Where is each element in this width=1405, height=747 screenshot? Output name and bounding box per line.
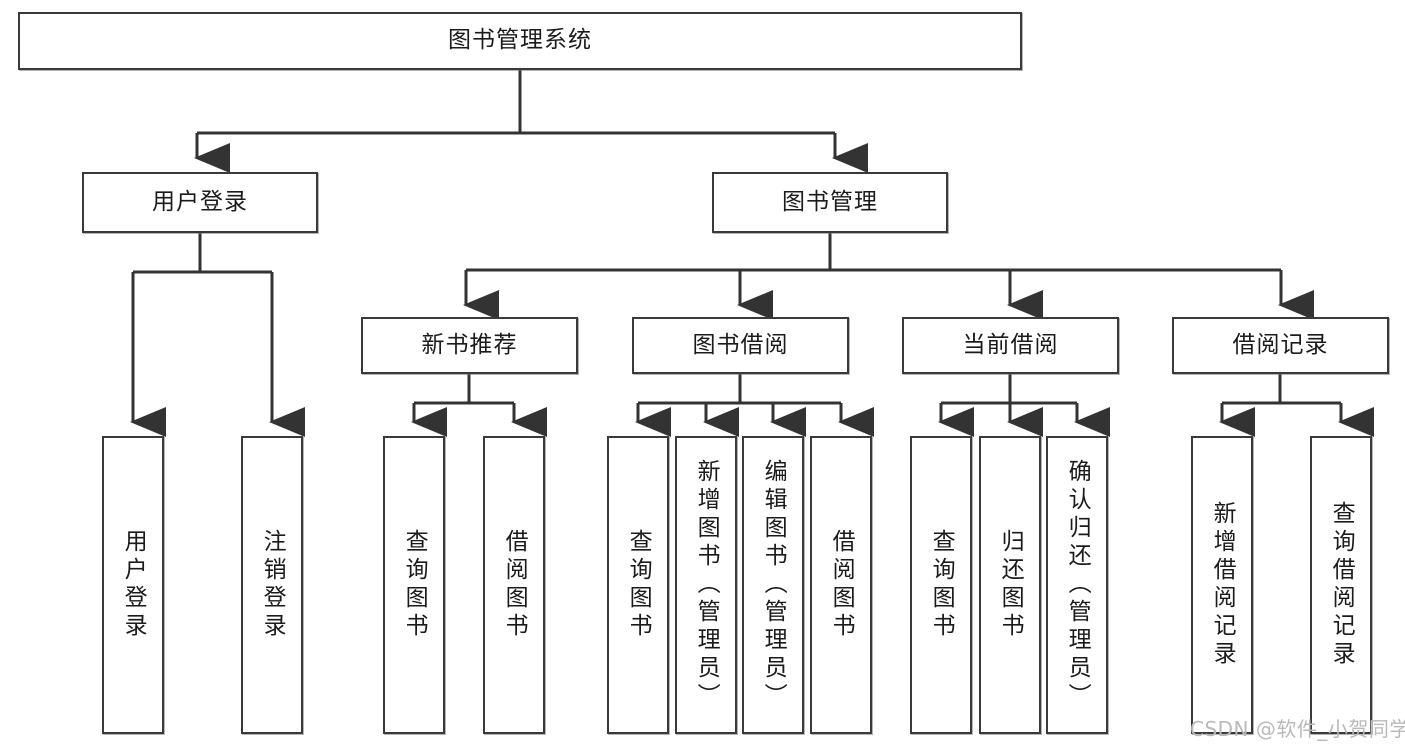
leaf-user-login-signin[interactable]: 用户登录 bbox=[102, 436, 164, 734]
leaf-label: 注销登录 bbox=[259, 529, 286, 641]
node-book-management[interactable]: 图书管理 bbox=[712, 172, 948, 233]
leaf-borrow-add-book-admin[interactable]: 新增图书（管理员） bbox=[675, 436, 737, 734]
leaf-borrow-borrow-book[interactable]: 借阅图书 bbox=[810, 436, 872, 734]
leaf-label: 确认归还（管理员） bbox=[1064, 459, 1091, 711]
leaf-label: 编辑图书（管理员） bbox=[760, 459, 787, 711]
leaf-record-add[interactable]: 新增借阅记录 bbox=[1191, 436, 1253, 734]
leaf-label: 查询图书 bbox=[928, 529, 955, 641]
leaf-current-confirm-return-admin[interactable]: 确认归还（管理员） bbox=[1046, 436, 1108, 734]
leaf-current-return-book[interactable]: 归还图书 bbox=[979, 436, 1041, 734]
leaf-label: 借阅图书 bbox=[501, 529, 528, 641]
leaf-label: 归还图书 bbox=[997, 529, 1024, 641]
node-current-borrow[interactable]: 当前借阅 bbox=[902, 317, 1119, 374]
leaf-borrow-edit-book-admin[interactable]: 编辑图书（管理员） bbox=[742, 436, 804, 734]
leaf-current-query-book[interactable]: 查询图书 bbox=[910, 436, 972, 734]
leaf-user-login-signout[interactable]: 注销登录 bbox=[241, 436, 303, 734]
leaf-label: 借阅图书 bbox=[828, 529, 855, 641]
node-user-login[interactable]: 用户登录 bbox=[82, 172, 318, 233]
leaf-new-book-query[interactable]: 查询图书 bbox=[383, 436, 445, 734]
node-new-book-recommend[interactable]: 新书推荐 bbox=[361, 317, 578, 374]
node-book-borrow[interactable]: 图书借阅 bbox=[632, 317, 849, 374]
leaf-borrow-query-book[interactable]: 查询图书 bbox=[607, 436, 669, 734]
leaf-label: 新增图书（管理员） bbox=[693, 459, 720, 711]
leaf-label: 查询图书 bbox=[625, 529, 652, 641]
leaf-record-query[interactable]: 查询借阅记录 bbox=[1310, 436, 1372, 734]
leaf-label: 查询借阅记录 bbox=[1328, 501, 1355, 669]
leaf-label: 新增借阅记录 bbox=[1209, 501, 1236, 669]
leaf-new-book-borrow[interactable]: 借阅图书 bbox=[483, 436, 545, 734]
node-borrow-record[interactable]: 借阅记录 bbox=[1172, 317, 1389, 374]
leaf-label: 用户登录 bbox=[120, 529, 147, 641]
node-root-system[interactable]: 图书管理系统 bbox=[18, 12, 1022, 70]
leaf-label: 查询图书 bbox=[401, 529, 428, 641]
